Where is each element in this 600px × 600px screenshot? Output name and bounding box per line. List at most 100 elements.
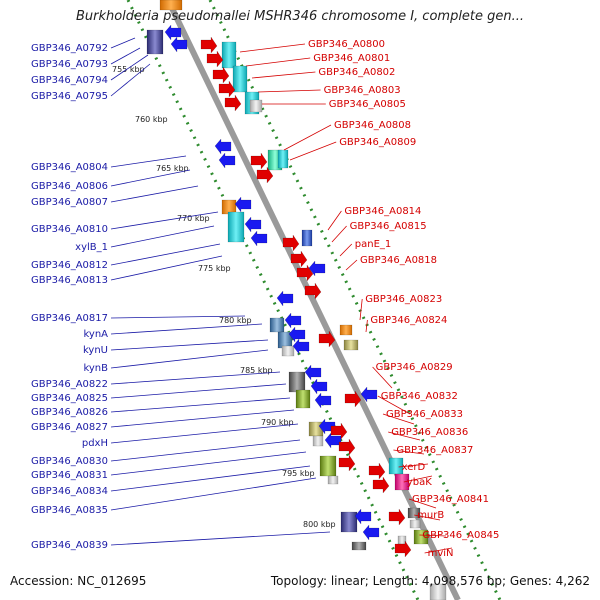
kbp-scale-label: 800 kbp <box>303 520 336 529</box>
left-leader-line <box>110 37 136 49</box>
right-gene-label[interactable]: GBP346_A0818 <box>360 255 437 266</box>
left-gene-label[interactable]: GBP346_A0810 <box>31 224 108 235</box>
right-leader-line <box>393 449 425 455</box>
left-gene-label[interactable]: xylB_1 <box>75 242 108 253</box>
left-gene-label[interactable]: kynB <box>83 363 108 374</box>
left-gene-label[interactable]: GBP346_A0827 <box>31 422 108 433</box>
right-leader-line <box>419 534 447 537</box>
left-gene-label[interactable]: GBP346_A0817 <box>31 313 108 324</box>
right-leader-line <box>408 498 437 509</box>
right-gene-label[interactable]: murB <box>417 510 444 521</box>
genome-backbone <box>165 0 461 600</box>
kbp-scale-label: 775 kbp <box>198 264 231 273</box>
right-gene-label[interactable]: GBP346_A0824 <box>370 315 447 326</box>
left-gene-label[interactable]: GBP346_A0795 <box>31 91 108 102</box>
left-gene-label[interactable]: GBP346_A0804 <box>31 162 108 173</box>
left-gene-label[interactable]: GBP346_A0794 <box>31 75 108 86</box>
left-leader-line <box>110 185 199 203</box>
left-gene-label[interactable]: kynU <box>83 345 108 356</box>
left-gene-label[interactable]: GBP346_A0812 <box>31 260 108 271</box>
left-leader-line <box>110 54 149 81</box>
right-gene-label[interactable]: GBP346_A0832 <box>381 391 458 402</box>
left-gene-label[interactable]: kynA <box>83 329 108 340</box>
left-leader-line <box>110 255 223 281</box>
right-gene-label[interactable]: GBP346_A0801 <box>313 53 390 64</box>
left-gene-label[interactable]: GBP346_A0806 <box>31 181 108 192</box>
left-leader-line <box>110 155 187 168</box>
left-gene-label[interactable]: pdxH <box>82 438 108 449</box>
kbp-scale-label: 760 kbp <box>135 115 168 124</box>
right-gene-label[interactable]: GBP346_A0802 <box>318 67 395 78</box>
right-leader-line <box>257 89 321 93</box>
left-leader-line <box>110 383 287 399</box>
left-gene-label[interactable]: GBP346_A0831 <box>31 470 108 481</box>
left-leader-line <box>110 63 151 97</box>
right-gene-label[interactable]: GBP346_A0803 <box>324 85 401 96</box>
kbp-scale-label: 765 kbp <box>156 164 189 173</box>
left-leader-line <box>110 439 301 462</box>
right-leader-line <box>372 366 393 389</box>
left-gene-label[interactable]: GBP346_A0807 <box>31 197 108 208</box>
right-leader-line <box>365 319 368 333</box>
kbp-scale: 755 kbp 760 kbp 765 kbp 770 kbp 775 kbp 780 k… <box>112 65 336 529</box>
left-leader-line <box>110 465 311 492</box>
left-gene-label[interactable]: GBP346_A0793 <box>31 59 108 70</box>
right-leader-line <box>339 243 353 257</box>
right-leader-line <box>398 463 429 468</box>
right-gene-label[interactable]: panE_1 <box>355 239 392 250</box>
right-gene-label[interactable]: GBP346_A0841 <box>412 494 489 505</box>
right-gene-label[interactable]: GBP346_A0837 <box>396 445 473 456</box>
left-gene-label[interactable]: GBP346_A0834 <box>31 486 108 497</box>
kbp-scale-label: 770 kbp <box>177 214 210 223</box>
kbp-scale-label: 795 kbp <box>282 469 315 478</box>
right-gene-label[interactable]: ybaK <box>407 477 432 488</box>
left-leader-line <box>110 211 219 230</box>
right-leader-line <box>377 395 411 415</box>
right-gene-label[interactable]: GBP346_A0809 <box>339 137 416 148</box>
right-gene-label[interactable]: GBP346_A0833 <box>386 409 463 420</box>
right-gene-label[interactable]: GBP346_A0808 <box>334 120 411 131</box>
left-gene-label[interactable]: GBP346_A0826 <box>31 407 108 418</box>
right-gene-label[interactable]: GBP346_A0845 <box>422 530 499 541</box>
left-leader-line <box>110 423 299 444</box>
accession-text: Accession: NC_012695 <box>10 574 147 588</box>
right-leader-line <box>251 71 316 79</box>
right-gene-label[interactable]: GBP346_A0829 <box>376 362 453 373</box>
right-leader-line <box>403 475 433 483</box>
left-gene-label[interactable]: GBP346_A0830 <box>31 456 108 467</box>
left-gene-label[interactable]: GBP346_A0825 <box>31 393 108 404</box>
right-leader-line <box>388 431 421 441</box>
right-gene-label[interactable]: xerD <box>402 462 426 473</box>
right-leader-line <box>414 514 441 521</box>
left-leader-line <box>110 225 215 248</box>
right-gene-label[interactable]: GBP346_A0814 <box>344 206 421 217</box>
left-leader-line <box>110 531 331 546</box>
kbp-scale-label: 780 kbp <box>219 316 252 325</box>
left-gene-label[interactable]: GBP346_A0839 <box>31 540 108 551</box>
right-leader-line <box>289 141 337 161</box>
left-leader-line <box>110 349 269 369</box>
right-leader-line <box>382 413 415 425</box>
right-leader-line <box>245 57 311 67</box>
kbp-scale-label: 755 kbp <box>112 65 145 74</box>
left-gene-label[interactable]: GBP346_A0792 <box>31 43 108 54</box>
right-leader-line <box>327 210 342 231</box>
kbp-scale-label: 785 kbp <box>240 366 273 375</box>
right-leader-line <box>239 43 306 53</box>
gene-features <box>146 0 447 600</box>
left-gene-label[interactable]: GBP346_A0822 <box>31 379 108 390</box>
kbp-scale-label: 790 kbp <box>261 418 294 427</box>
right-gene-label[interactable]: GBP346_A0823 <box>365 294 442 305</box>
left-leader-line <box>110 339 269 351</box>
left-gene-label[interactable]: GBP346_A0835 <box>31 505 108 516</box>
right-gene-label[interactable]: GBP346_A0815 <box>350 221 427 232</box>
right-gene-label[interactable]: GBP346_A0805 <box>329 99 406 110</box>
left-gene-label[interactable]: GBP346_A0813 <box>31 275 108 286</box>
left-leader-line <box>110 451 307 476</box>
topology-text: Topology: linear; Length: 4,098,576 bp; … <box>270 574 590 588</box>
right-gene-label[interactable]: GBP346_A0800 <box>308 39 385 50</box>
right-gene-label[interactable]: mviN <box>428 548 454 559</box>
right-gene-label[interactable]: GBP346_A0836 <box>391 427 468 438</box>
left-leader-line <box>110 315 246 319</box>
